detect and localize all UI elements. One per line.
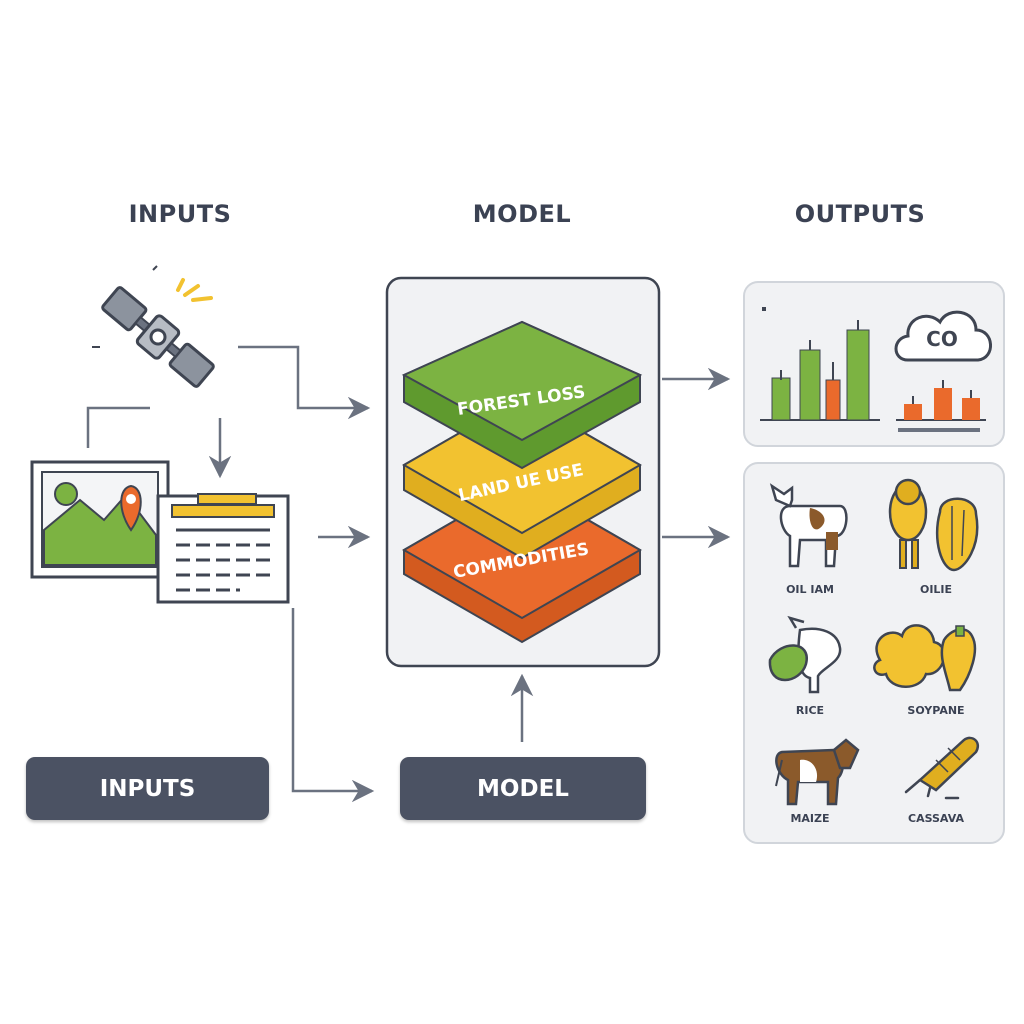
soybean-icon	[873, 624, 977, 692]
commodity-label-oilie: OILIE	[919, 583, 953, 596]
map-image-icon	[30, 460, 170, 579]
goat-icon	[768, 615, 842, 694]
arrow-satellite-to-model	[238, 345, 371, 420]
co2-label: CO	[926, 327, 958, 351]
cow-icon	[769, 483, 848, 568]
emissions-bars-icon	[896, 380, 986, 432]
model-layer-stack	[401, 320, 643, 644]
input-connectors	[86, 345, 731, 803]
model-header: MODEL	[472, 200, 572, 228]
commodity-label-oil-iam: OIL IAM	[786, 583, 834, 596]
commodity-label-rice: RICE	[795, 704, 825, 717]
oil-palm-fruit-icon	[888, 478, 979, 572]
co2-cloud-icon	[894, 310, 992, 362]
inputs-button[interactable]: INPUTS	[26, 757, 269, 820]
emissions-panel	[743, 281, 1005, 447]
line-satellite-to-map	[86, 406, 150, 448]
bar-chart-icon	[760, 307, 880, 421]
commodity-label-soypane: SOYPANE	[907, 704, 965, 717]
commodity-label-maize: MAIZE	[790, 812, 830, 825]
commodities-panel	[743, 462, 1005, 844]
model-button[interactable]: MODEL	[400, 757, 646, 820]
data-table-icon	[156, 493, 290, 604]
arrow-inputs-to-model-button	[291, 608, 375, 803]
commodity-label-cassava: CASSAVA	[908, 812, 964, 825]
satellite-icon	[92, 265, 215, 388]
outputs-header: OUTPUTS	[794, 200, 926, 228]
inputs-header: INPUTS	[128, 200, 232, 228]
cattle-icon	[775, 738, 860, 806]
layer-forest-loss	[401, 320, 643, 442]
cassava-root-icon	[904, 736, 980, 800]
